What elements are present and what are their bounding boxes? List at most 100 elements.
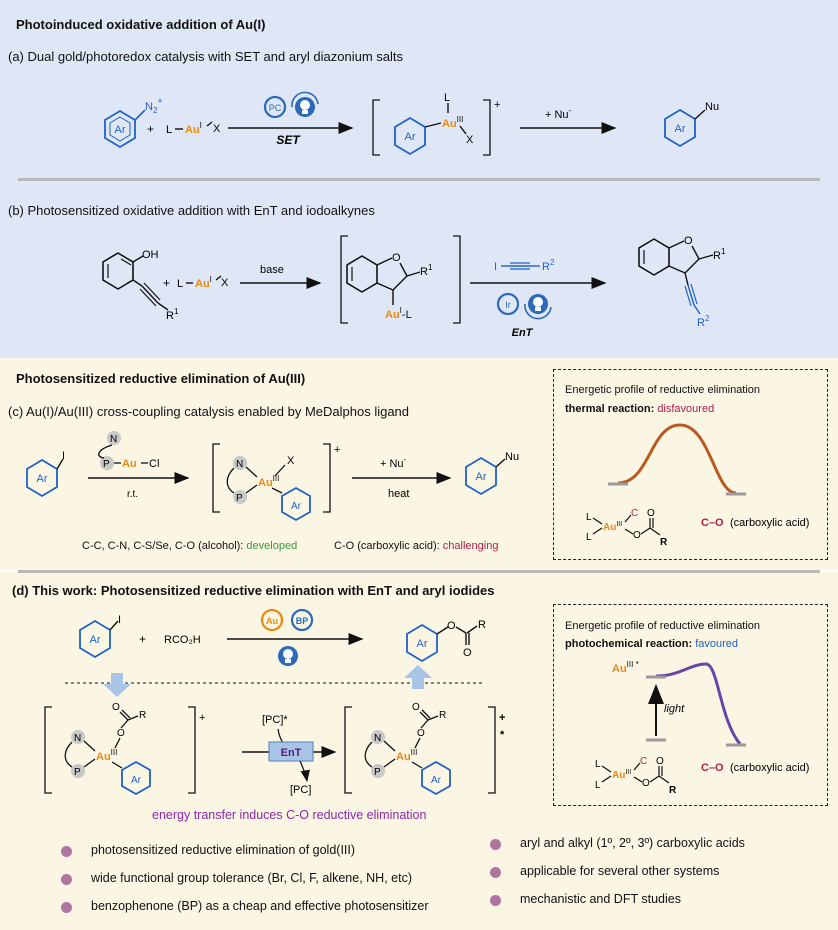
panel-this-work <box>0 572 838 930</box>
complex-l2-label: L <box>586 532 592 543</box>
note-challenging-prefix: C-O (carboxylic acid): <box>334 540 443 552</box>
bullet-dot <box>61 874 72 885</box>
complex-gold-label: AuIII <box>603 521 622 533</box>
ir-label: Ir <box>505 300 511 310</box>
complex-l1-label: L <box>595 759 601 770</box>
bullet-dot <box>490 839 501 850</box>
profile-d-label: photochemical reaction: favoured <box>565 638 738 650</box>
complex-o-label: O <box>642 778 650 789</box>
halide-label: X <box>221 277 229 289</box>
gold-label: AuI <box>195 275 212 290</box>
profile-curve-thermal <box>617 423 737 495</box>
profile-d-label-bold: photochemical reaction: <box>565 638 693 650</box>
complex-o2-label: O <box>647 508 655 519</box>
aryl-label: Ar <box>37 473 48 485</box>
int-aryl-label: Ar <box>131 775 142 786</box>
int-n-label: N <box>236 459 243 470</box>
ligand-label: L <box>166 124 172 136</box>
subheading-a: (a) Dual gold/photoredox catalysis with … <box>8 49 404 64</box>
complex-o-label: O <box>633 530 641 541</box>
separator-cd <box>18 570 820 573</box>
bp-cat-label: BP <box>296 616 309 626</box>
note-developed-status: developed <box>246 540 298 552</box>
prod-aryl-label: Ar <box>675 123 686 135</box>
aryl-iodide: Ar I <box>26 450 65 498</box>
gold-iii-carboxylate-intermediate: + N P AuIII O O R Ar <box>44 702 205 796</box>
prod-o-label: O <box>447 620 456 632</box>
prod-aryl-label: Ar <box>476 471 487 483</box>
bullet-dot <box>61 902 72 913</box>
energy-profile-photochemical: light AuIII * L L AuIII C O O R C–O (car… <box>595 660 809 796</box>
rt-label: r.t. <box>127 489 138 500</box>
int-x-label: X <box>287 455 295 467</box>
int-aryl-label: Ar <box>291 501 302 512</box>
note-developed: C-C, C-N, C-S/Se, C-O (alcohol): develop… <box>82 540 297 552</box>
nu-add-label: + Nu- <box>545 106 572 121</box>
co-bond-label: C–O <box>701 762 724 774</box>
subheading-c: (c) Au(I)/Au(III) cross-coupling catalys… <box>8 404 410 419</box>
int-halide-label: X <box>466 134 474 146</box>
heat-label: heat <box>388 488 409 500</box>
int-gold-label: AuI-L <box>385 306 412 321</box>
int-r1-label: R1 <box>420 263 433 278</box>
au-cat-label: Au <box>266 616 278 626</box>
int-gold-label: AuIII <box>96 748 117 763</box>
n2-label: N2+ <box>145 96 163 115</box>
int-r-label: R <box>139 710 146 721</box>
ligand-gold-label: Au <box>122 458 137 470</box>
co-desc-label: (carboxylic acid) <box>730 517 809 529</box>
complex-r-label: R <box>669 785 677 796</box>
arrow-down-block <box>103 673 131 697</box>
int-n-label: N <box>74 733 81 744</box>
light-bulb-icon <box>278 646 298 666</box>
base-label: base <box>260 264 284 276</box>
prod-r1-label: R1 <box>713 247 726 262</box>
iridium-catalyst-icon: Ir <box>496 292 520 316</box>
int-p-label: P <box>74 767 81 778</box>
pc-star-label: [PC]* <box>262 714 288 726</box>
bullet-right-3: mechanistic and DFT studies <box>520 892 681 906</box>
energy-profile-thermal: L L AuIII C O O R C–O (carboxylic acid) <box>586 423 809 548</box>
aryl-diazonium: Ar N2+ <box>104 96 163 149</box>
gold-i-complex: L AuI X <box>166 121 221 136</box>
charge-label: + <box>499 712 505 724</box>
note-challenging: C-O (carboxylic acid): challenging <box>334 540 498 552</box>
heading-reductive-elimination: Photosensitized reductive elimination of… <box>16 371 306 386</box>
int-ligand-label: L <box>444 92 450 104</box>
subheading-b: (b) Photosensitized oxidative addition w… <box>8 203 375 218</box>
co-desc-label: (carboxylic acid) <box>730 762 809 774</box>
ent-box <box>268 741 314 762</box>
bullet-dot <box>490 867 501 878</box>
charge-label: + <box>334 444 340 456</box>
heading-this-work: (d) This work: Photosensitized reductive… <box>12 583 495 598</box>
light-label: light <box>664 703 685 715</box>
int-gold-label: AuIII <box>258 474 279 489</box>
halide-label: X <box>213 123 221 135</box>
profile-c-label-bold: thermal reaction: <box>565 403 655 415</box>
int2-gold-label: AuIII <box>396 748 417 763</box>
complex-l2-label: L <box>595 780 601 791</box>
profile-c-status: disfavoured <box>657 403 715 415</box>
note-developed-prefix: C-C, C-N, C-S/Se, C-O (alcohol): <box>82 540 247 552</box>
heading-oxidative-addition: Photoinduced oxidative addition of Au(I) <box>16 17 266 32</box>
aryl-label: Ar <box>90 634 101 646</box>
prod-o2-label: O <box>463 647 472 659</box>
bullet-dot <box>61 846 72 857</box>
profile-curve-photochemical <box>655 662 742 745</box>
prod-r-label: R <box>478 619 486 631</box>
product-aryl-nu-c: Ar Nu <box>465 451 519 496</box>
int-aryl-label: Ar <box>405 131 416 143</box>
bullet-left-2: wide functional group tolerance (Br, Cl,… <box>91 871 412 885</box>
product-aryl-nucleophile: Ar Nu <box>664 101 719 148</box>
iodide-label: I <box>118 614 121 626</box>
nu-add-label: + Nu- <box>380 455 407 470</box>
profile-box-photochemical <box>553 604 828 806</box>
pc-catalyst-icon: PC <box>263 95 287 119</box>
bullet-right-1: aryl and alkyl (1º, 2º, 3º) carboxylic a… <box>520 836 745 850</box>
plus-sign: + <box>147 122 154 136</box>
note-challenging-status: challenging <box>442 540 499 552</box>
int2-o2-label: O <box>412 702 420 713</box>
gold-iii-aryl-intermediate: + Ar AuIII L X <box>372 92 500 156</box>
separator-ab <box>18 178 820 181</box>
